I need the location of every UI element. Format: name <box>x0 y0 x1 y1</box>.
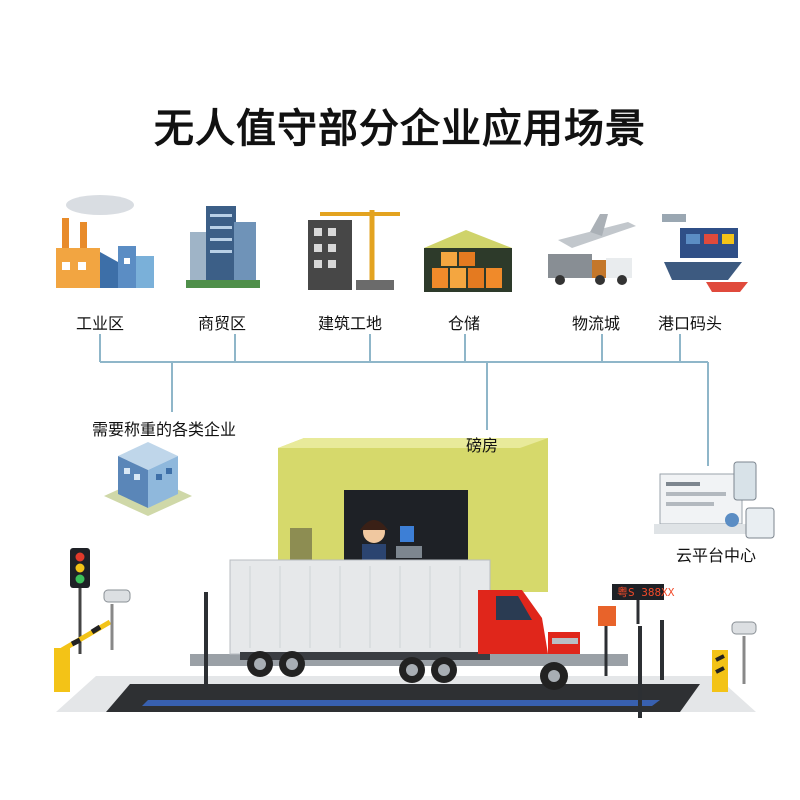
scenario-label-warehouse: 仓储 <box>448 314 481 333</box>
right-camera <box>731 621 757 684</box>
left-camera <box>103 589 131 650</box>
construction-crane-icon <box>308 210 400 290</box>
scenario-label-industrial: 工业区 <box>76 314 125 333</box>
weighroom-label: 磅房 <box>466 436 499 455</box>
cloud-platform-devices-icon <box>654 461 775 539</box>
factory-icon <box>56 195 154 288</box>
page-title: 无人值守部分企业应用场景 <box>154 106 646 152</box>
scenario-label-logistics: 物流城 <box>572 314 621 333</box>
scenario-label-port: 港口码头 <box>658 314 723 333</box>
scenario-label-construction: 建筑工地 <box>318 314 383 333</box>
sensor-poles <box>204 592 664 718</box>
warehouse-icon <box>424 230 512 292</box>
traffic-light <box>70 548 90 654</box>
left-barrier-gate <box>54 619 112 692</box>
weighbridge-platform <box>56 654 756 712</box>
logistics-plane-truck-icon <box>548 214 636 285</box>
scenario-label-commercial: 商贸区 <box>198 314 247 333</box>
plate-text: 粤S 388XX <box>617 585 675 599</box>
connector-lines <box>99 334 709 466</box>
cloud-platform-label: 云平台中心 <box>676 546 757 565</box>
enterprise-building-icon <box>104 442 192 516</box>
enterprise-label: 需要称重的各类企业 <box>92 420 237 439</box>
right-barrier-gate <box>712 650 728 692</box>
plate-display <box>612 584 664 624</box>
card-terminal <box>598 606 616 676</box>
office-tower-icon <box>186 206 260 288</box>
port-cargo-ship-icon <box>662 214 748 292</box>
container-truck <box>229 559 580 690</box>
